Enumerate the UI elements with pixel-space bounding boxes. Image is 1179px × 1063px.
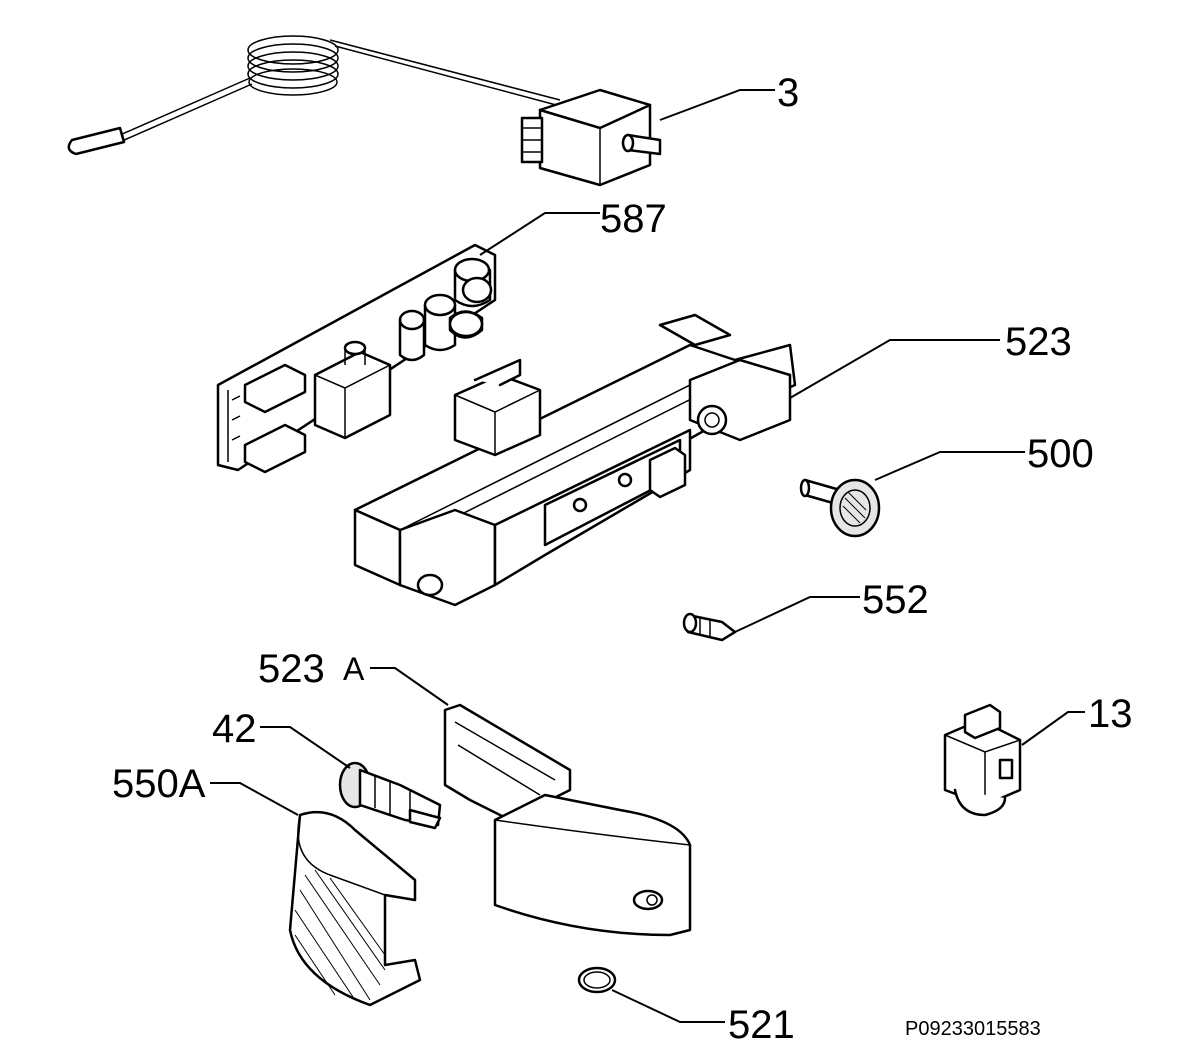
label-42: 42 <box>212 707 257 751</box>
label-523: 523 <box>1005 320 1072 364</box>
label-523a-suffix: A <box>343 651 365 687</box>
label-587: 587 <box>600 197 667 241</box>
part-523a-cover <box>443 703 692 937</box>
label-3: 3 <box>777 71 799 115</box>
part-42-lamp-holder <box>338 761 442 830</box>
part-550a-diffuser <box>288 810 422 1007</box>
part-587-circuit-board <box>216 243 497 474</box>
label-13: 13 <box>1088 692 1133 736</box>
part-521-o-ring <box>577 966 617 994</box>
document-code: P09233015583 <box>905 1018 1041 1040</box>
part-3-thermostat <box>67 35 662 187</box>
part-552-lamp <box>682 612 737 642</box>
label-523a-number: 523 <box>258 647 325 691</box>
part-500-knob <box>799 478 881 538</box>
part-523-housing <box>353 313 797 607</box>
label-500: 500 <box>1027 432 1094 476</box>
leader-lines <box>210 89 1085 1023</box>
part-13-switch <box>943 703 1022 817</box>
label-550a: 550A <box>112 762 206 806</box>
label-552: 552 <box>862 578 929 622</box>
label-521: 521 <box>728 1003 795 1047</box>
